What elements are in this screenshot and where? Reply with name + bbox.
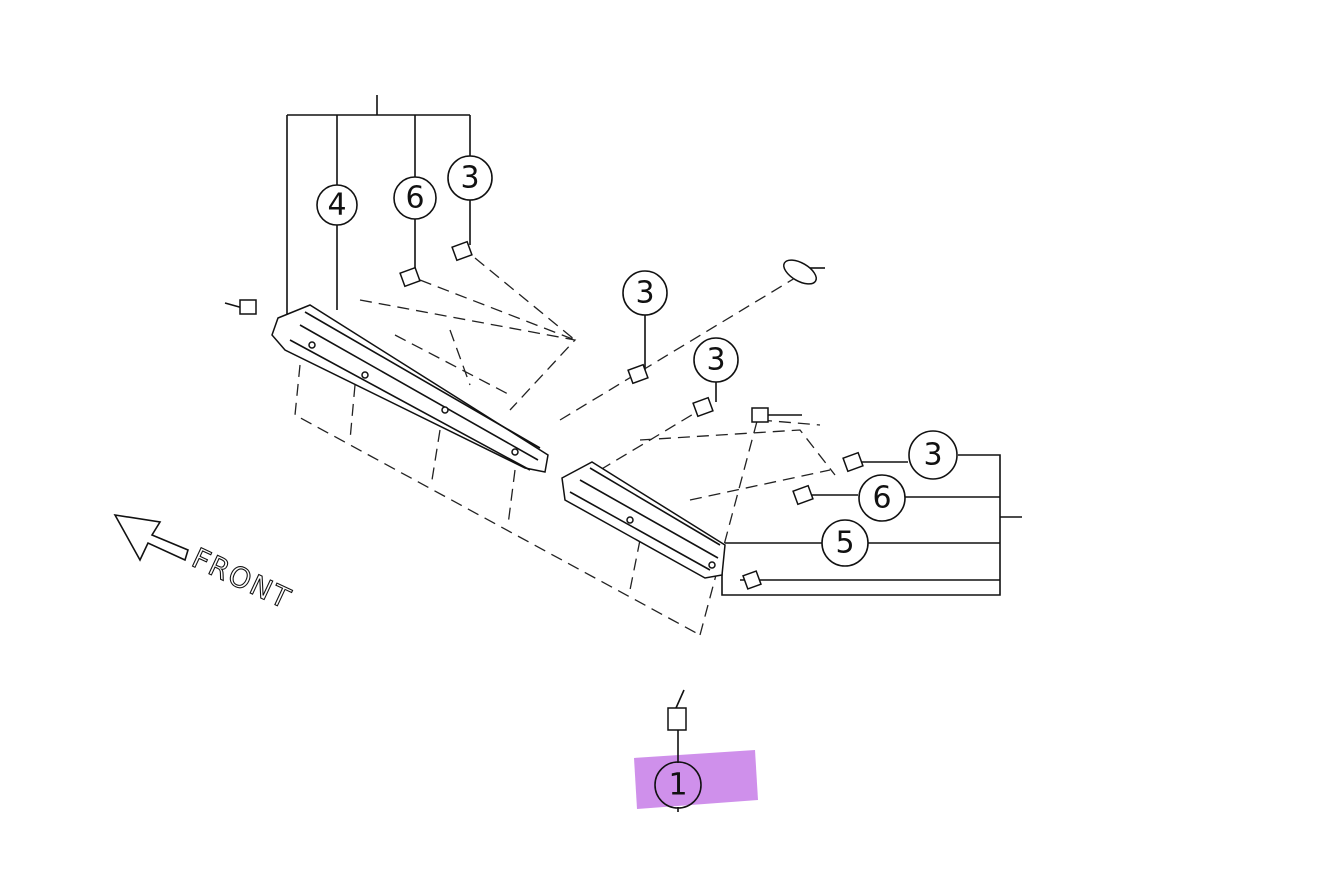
front-label: FRONT — [187, 541, 297, 616]
front-arrow-icon — [113, 513, 189, 562]
callout-3-right: 3 — [908, 430, 958, 480]
svg-text:3: 3 — [706, 343, 725, 378]
callout-6-right: 6 — [858, 474, 906, 522]
svg-text:3: 3 — [923, 438, 942, 473]
svg-text:1: 1 — [668, 768, 687, 803]
svg-text:6: 6 — [872, 481, 891, 516]
callout-1-highlight — [634, 750, 758, 809]
callout-3-top: 3 — [447, 155, 493, 201]
dashed-guides — [294, 257, 836, 636]
svg-text:5: 5 — [835, 526, 854, 561]
svg-text:3: 3 — [635, 276, 654, 311]
svg-text:4: 4 — [327, 188, 346, 223]
left-garnish-bar — [271, 304, 549, 473]
svg-text:6: 6 — [405, 181, 424, 216]
callout-5: 5 — [821, 519, 869, 567]
right-garnish-bar — [561, 461, 726, 579]
right-bracket-leaders — [677, 454, 1022, 812]
left-bracket-leaders — [286, 95, 717, 402]
clips — [224, 240, 864, 731]
callout-4: 4 — [316, 184, 358, 226]
callout-3-center: 3 — [693, 337, 739, 383]
svg-text:3: 3 — [460, 161, 479, 196]
callout-1[interactable]: 1 — [654, 761, 702, 809]
callout-3-middle: 3 — [622, 270, 668, 316]
callout-6-left: 6 — [393, 176, 437, 220]
